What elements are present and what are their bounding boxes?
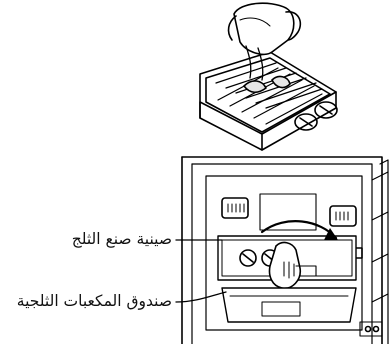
- freezer-compartment: [182, 157, 388, 344]
- ice-cube-tray-icon: [200, 52, 336, 150]
- ice-bin-label: صندوق المكعبات الثلجية: [2, 293, 172, 310]
- ice-tray-label: صينية صنع الثلج: [2, 231, 172, 248]
- ice-tray-filling-scene: [200, 3, 337, 150]
- ice-bin-leader-line: [176, 292, 226, 302]
- ice-bin: [222, 288, 356, 322]
